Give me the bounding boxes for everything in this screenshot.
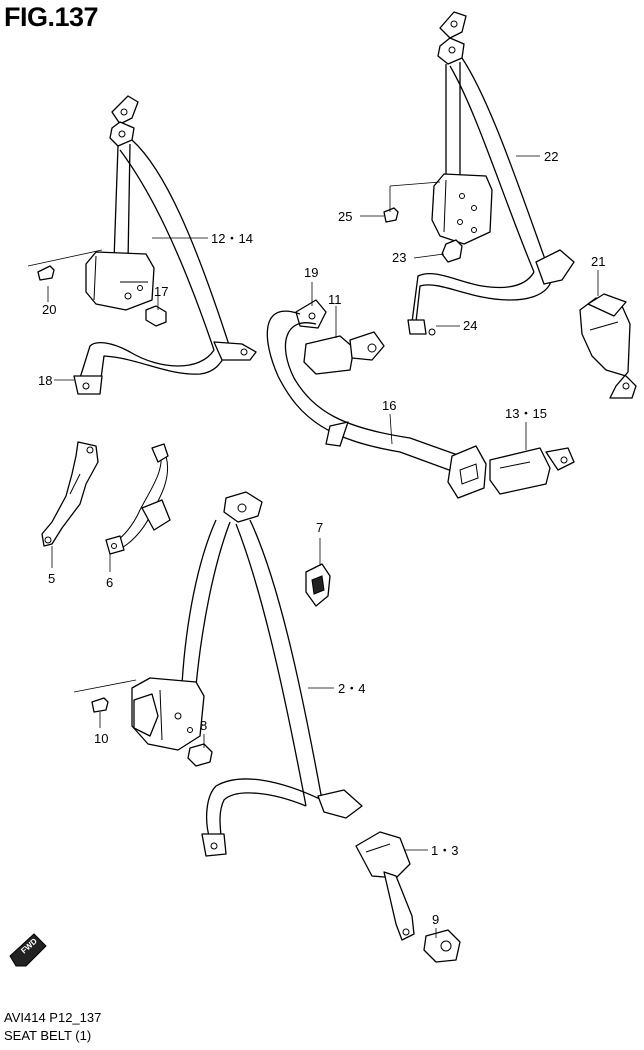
bolt-17 bbox=[145, 305, 167, 327]
front-seat-belt bbox=[91, 491, 461, 963]
figure-name: SEAT BELT (1) bbox=[4, 1028, 92, 1043]
leader-lines bbox=[27, 155, 599, 938]
callout-12-14: 12・14 bbox=[211, 231, 253, 246]
rear-seat-belt-right bbox=[383, 11, 575, 336]
callout-1-3: 1・3 bbox=[431, 843, 458, 858]
bracket-5 bbox=[41, 441, 99, 547]
callout-9: 9 bbox=[432, 912, 439, 927]
bolt-8 bbox=[187, 743, 213, 767]
bolt-23 bbox=[441, 239, 463, 263]
buckle-21-body bbox=[579, 297, 637, 399]
lower-anchor-24 bbox=[407, 319, 427, 335]
callout-16: 16 bbox=[382, 398, 396, 413]
callout-23: 23 bbox=[392, 250, 406, 265]
belt-tongue-right bbox=[535, 249, 575, 285]
callout-17: 17 bbox=[154, 284, 168, 299]
callout-2-4: 2・4 bbox=[338, 681, 365, 696]
buckle-21 bbox=[579, 293, 637, 399]
screw-10 bbox=[91, 697, 109, 713]
lower-anchor-front bbox=[201, 833, 227, 857]
shoulder-guide bbox=[109, 121, 135, 147]
callout-21: 21 bbox=[591, 254, 605, 269]
buckle-13-15 bbox=[489, 447, 551, 495]
callout-13-15: 13・15 bbox=[505, 406, 547, 421]
callout-22: 22 bbox=[544, 149, 558, 164]
fwd-arrow: FWD bbox=[9, 933, 47, 967]
retractor-12-14 bbox=[85, 251, 155, 311]
callout-8: 8 bbox=[200, 718, 207, 733]
callout-19: 19 bbox=[304, 265, 318, 280]
belt-tongue-front bbox=[317, 789, 363, 819]
harness-connector bbox=[141, 499, 171, 531]
fwd-arrow-icon bbox=[9, 933, 47, 967]
buckle-stalk bbox=[383, 871, 415, 941]
tongue-11 bbox=[303, 335, 355, 375]
callout-11: 11 bbox=[328, 292, 342, 307]
tongue-plate-16 bbox=[447, 445, 487, 499]
front-anchor-top bbox=[223, 491, 263, 523]
screw-25 bbox=[383, 207, 399, 223]
callout-18: 18 bbox=[38, 373, 52, 388]
callout-20: 20 bbox=[42, 302, 56, 317]
upper-anchor-plate-right bbox=[439, 11, 467, 39]
guide-7 bbox=[305, 563, 331, 607]
center-belt-16 bbox=[266, 299, 575, 499]
callout-25: 25 bbox=[338, 209, 352, 224]
callout-10: 10 bbox=[94, 731, 108, 746]
callout-labels: 12・14 20 17 18 22 25 23 24 21 19 11 16 1… bbox=[38, 149, 605, 927]
harness-6 bbox=[105, 443, 171, 555]
shoulder-guide-right bbox=[437, 37, 465, 65]
bolt-9 bbox=[423, 929, 461, 963]
callout-6: 6 bbox=[106, 575, 113, 590]
belt-buckle-tongue bbox=[213, 341, 257, 361]
retractor-22 bbox=[431, 173, 493, 245]
callout-24: 24 bbox=[463, 318, 477, 333]
callout-5: 5 bbox=[48, 571, 55, 586]
figure-code: AVI414 P12_137 bbox=[4, 1010, 102, 1025]
anchor-19 bbox=[295, 299, 327, 329]
upper-anchor-plate bbox=[111, 95, 139, 125]
rear-seat-belt-left bbox=[37, 95, 257, 395]
screw-20 bbox=[37, 265, 55, 281]
lower-anchor-18 bbox=[73, 375, 103, 395]
callout-7: 7 bbox=[316, 520, 323, 535]
figure-title: FIG.137 bbox=[4, 2, 99, 32]
buckle-1-3 bbox=[355, 831, 411, 879]
